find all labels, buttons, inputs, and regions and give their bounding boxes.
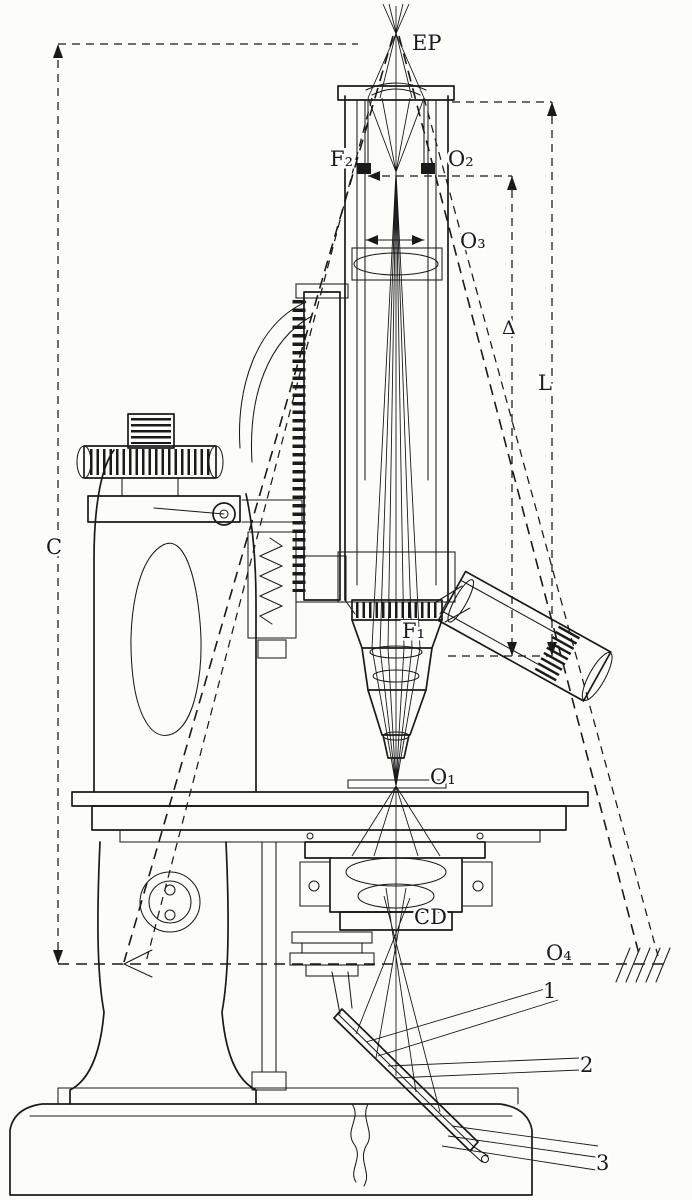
label-beam-3: 3 [596, 1151, 609, 1175]
label-c: C [46, 535, 62, 559]
filter-stack [291, 931, 373, 944]
label-beam-1: 1 [543, 979, 556, 1003]
microscope-body [9, 82, 613, 1196]
nosepiece-collar [351, 599, 443, 621]
label-delta: Δ [502, 317, 516, 339]
projection-right-outer [398, 35, 641, 959]
objective [351, 599, 443, 759]
lever-arm [153, 499, 303, 523]
rack-column [303, 291, 341, 601]
micrometer-cap [127, 413, 175, 449]
spring-coil [258, 537, 284, 625]
pinion-boss [212, 502, 236, 526]
projection-left-outer [123, 35, 394, 963]
beam-1 [365, 987, 559, 1057]
pillar [69, 841, 287, 1105]
spring-box [247, 531, 297, 659]
label-eyepoint: EP [412, 31, 441, 55]
dimension-delta [368, 171, 517, 656]
dimension-l [547, 102, 557, 656]
projection-left-inner [145, 97, 373, 963]
label-o1: O₁ [430, 765, 456, 789]
stage-lower-plate [91, 805, 567, 831]
label-f1: F₁ [402, 619, 425, 643]
label-o4: O₄ [546, 941, 572, 965]
label-l: L [538, 371, 552, 395]
mirror [331, 971, 490, 1164]
tube-clamp [295, 555, 347, 603]
tube-width-arrow [365, 235, 425, 245]
fine-adjustment [76, 413, 303, 526]
construction-lines [58, 35, 671, 983]
field-stop-right [421, 163, 435, 174]
baseline-arrow [122, 949, 153, 978]
labels: EP F₂ O₂ O₃ Δ L C F₁ O₁ CD O₄ 1 2 3 [44, 29, 612, 1178]
support-rod [261, 841, 277, 1073]
limb-opening [130, 542, 202, 736]
stage-top-plate [71, 791, 589, 807]
label-beam-2: 2 [580, 1053, 593, 1077]
beam-3 [441, 1125, 603, 1171]
beam-2 [387, 1057, 581, 1079]
label-f2: F₂ [330, 147, 353, 171]
illuminator-bracket [435, 585, 471, 623]
break-lines [350, 1103, 370, 1187]
rack-and-pinion [292, 283, 349, 603]
side-illuminator [437, 570, 613, 702]
ground-hatch [615, 947, 671, 983]
head-plate [87, 495, 241, 523]
mirror-pivot [480, 1154, 490, 1164]
projection-right-inner [423, 97, 659, 957]
base [9, 1087, 533, 1196]
mirror-arm [331, 971, 353, 1015]
label-o3: O₃ [460, 229, 486, 253]
label-cd: CD [414, 905, 447, 929]
illuminator-knurl [533, 625, 581, 683]
field-stop-left [357, 163, 371, 174]
stage [71, 779, 589, 843]
ray-paths [351, 3, 603, 1171]
condenser [289, 841, 493, 977]
condenser-mount [304, 841, 486, 859]
eyepiece-tube [367, 99, 425, 169]
tube-sleeve [337, 551, 456, 603]
dimension-c [53, 44, 63, 964]
label-o2: O₂ [448, 147, 474, 171]
